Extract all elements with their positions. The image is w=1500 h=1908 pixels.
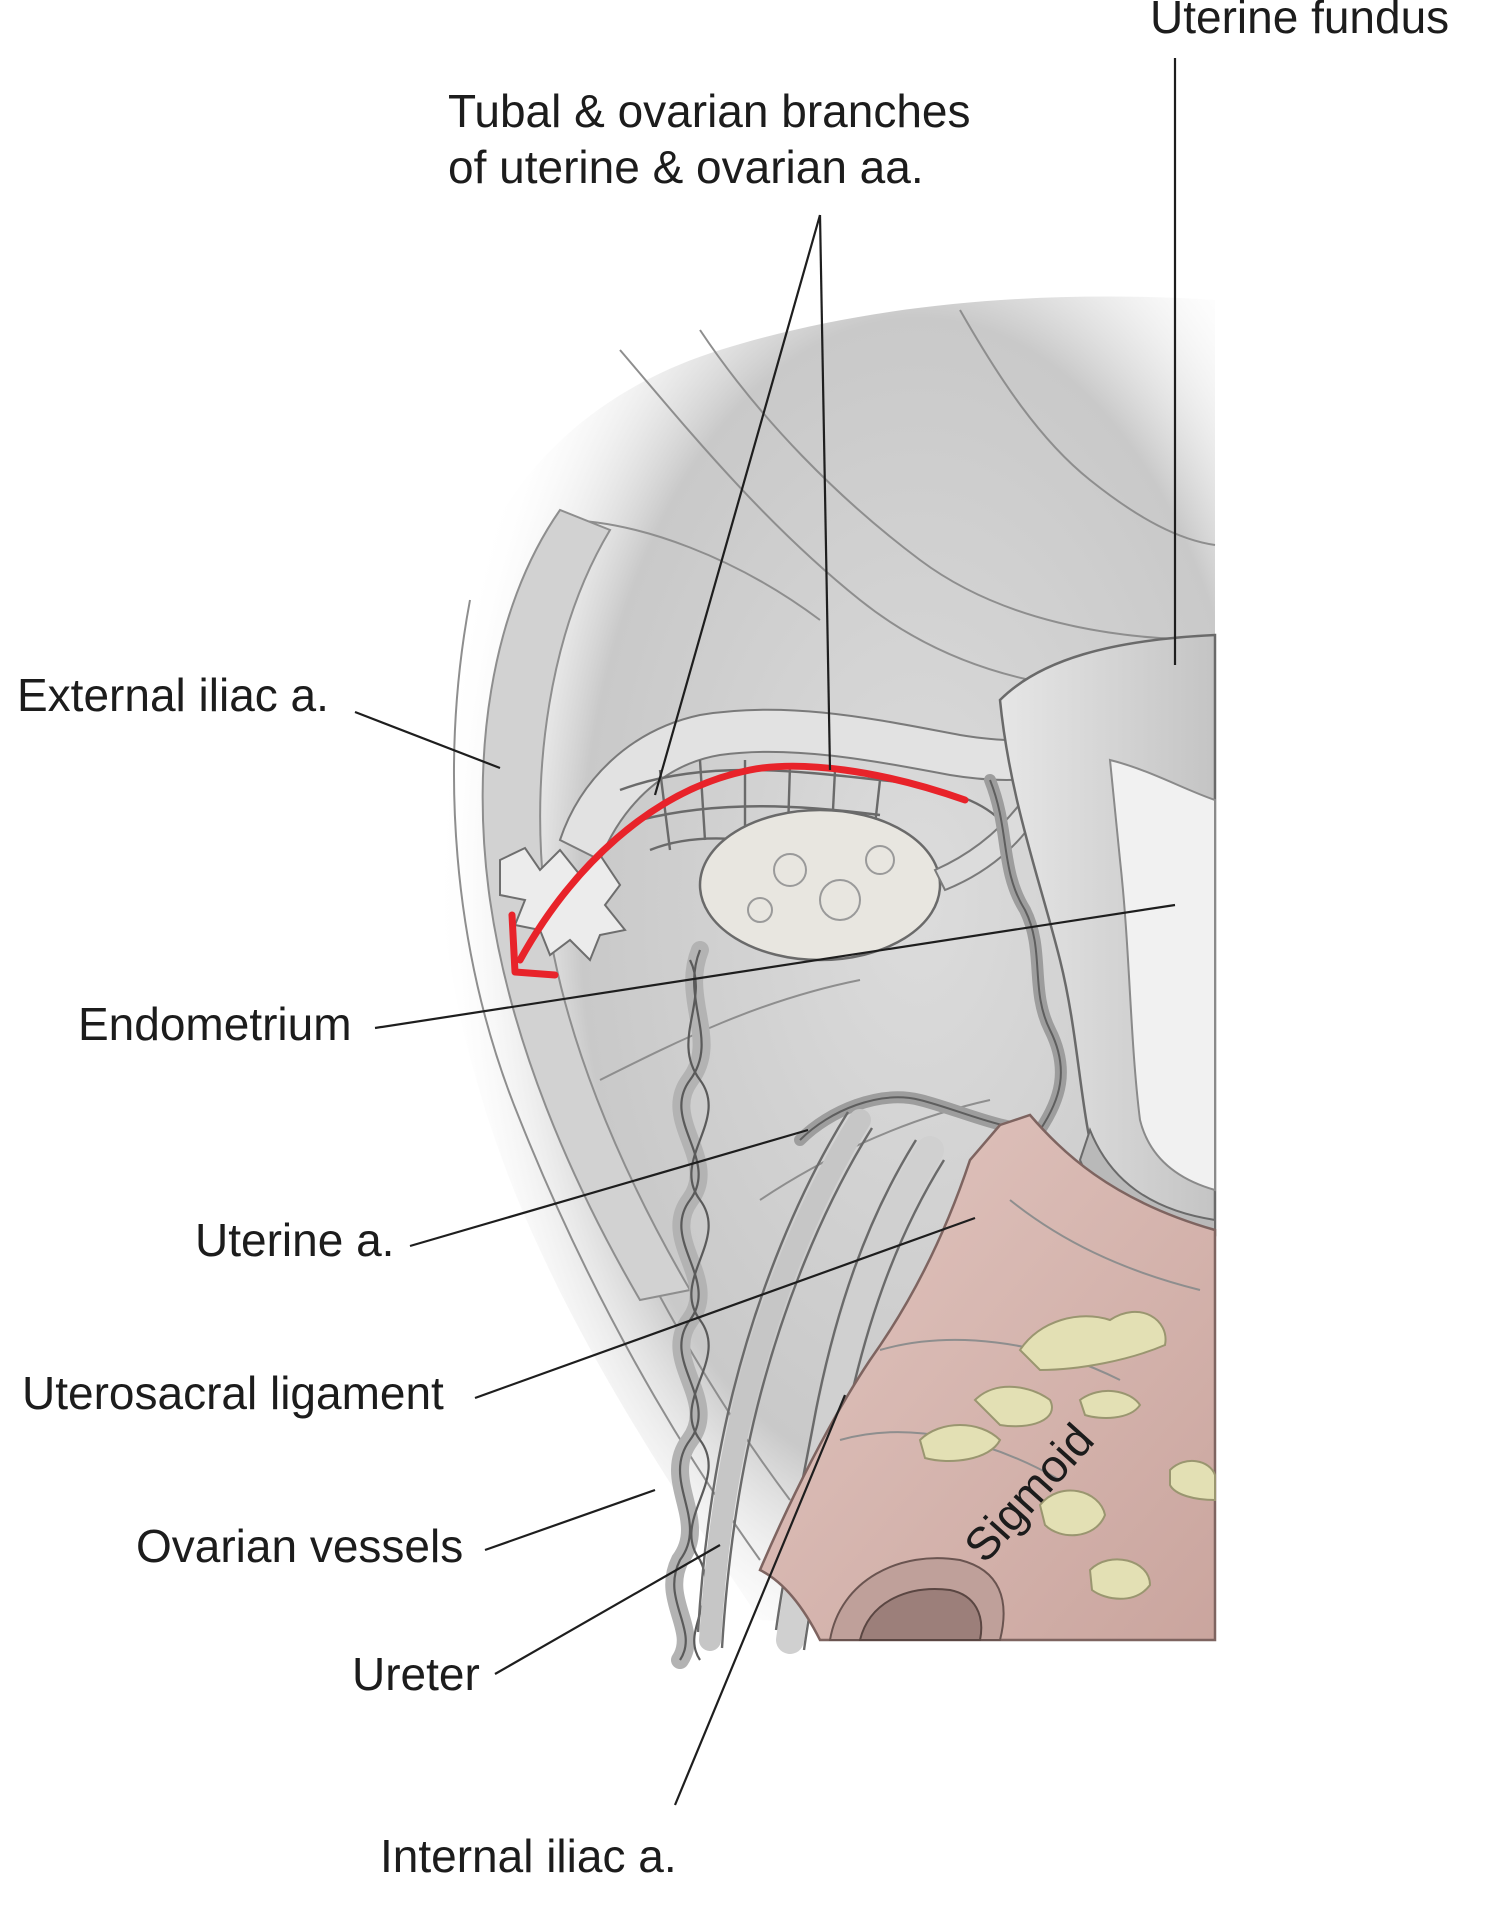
epiploic-fat-shape bbox=[1038, 1489, 1107, 1537]
peritoneal-fold-line bbox=[959, 309, 1216, 546]
ovarian-follicle bbox=[865, 845, 895, 875]
epiploic-fat-shape bbox=[918, 1424, 1002, 1462]
peritoneal-fold-line bbox=[599, 979, 861, 1081]
leader-internal-iliac bbox=[673, 1394, 847, 1806]
epiploic-fat-shape bbox=[1088, 1558, 1152, 1600]
peritoneal-fold-line bbox=[699, 329, 1216, 641]
ovarian-follicle bbox=[819, 879, 861, 921]
annotation-arrow-curve bbox=[516, 762, 969, 964]
leader-tubal-branches-b bbox=[818, 214, 832, 771]
sigmoid-lumen-inner bbox=[858, 1588, 983, 1641]
leader-uterosacral-ligament bbox=[474, 1216, 976, 1400]
pelvic-wall-line bbox=[453, 599, 761, 1561]
fimbriae-shape bbox=[499, 846, 627, 962]
pelvis-illustration: Sigmoid bbox=[434, 296, 1217, 1669]
ureter-outline bbox=[720, 1127, 874, 1649]
leader-ureter bbox=[494, 1544, 721, 1675]
leader-tubal-branches-a bbox=[653, 214, 822, 796]
ovary-shape bbox=[698, 808, 942, 962]
ureter-outline bbox=[696, 1111, 850, 1633]
leader-external-iliac bbox=[354, 710, 501, 770]
ovarian-follicle bbox=[747, 897, 773, 923]
ovarian-vessels-outline bbox=[687, 959, 710, 1661]
label-ovarian-vessels: Ovarian vessels bbox=[136, 1520, 463, 1572]
endometrium-shape bbox=[1108, 758, 1216, 1192]
uterine-artery-outline bbox=[799, 779, 1062, 1141]
leader-endometrium bbox=[374, 903, 1176, 1030]
label-uterosacral-ligament: Uterosacral ligament bbox=[22, 1367, 444, 1419]
ureter-shape bbox=[699, 1109, 871, 1651]
epiploic-fat-shape bbox=[1018, 1310, 1167, 1372]
ovarian-follicle bbox=[773, 853, 807, 887]
label-uterine-artery: Uterine a. bbox=[195, 1214, 394, 1266]
epiploic-fat-shape bbox=[1169, 1460, 1216, 1502]
leader-lines bbox=[354, 58, 1177, 1806]
leader-uterine-artery bbox=[409, 1128, 809, 1248]
leader-ovarian-vessels bbox=[484, 1488, 656, 1552]
label-ureter: Ureter bbox=[352, 1648, 480, 1700]
label-external-iliac: External iliac a. bbox=[17, 669, 329, 721]
label-internal-iliac: Internal iliac a. bbox=[380, 1830, 677, 1882]
label-endometrium: Endometrium bbox=[78, 998, 352, 1050]
label-tubal-branches-line1: Tubal & ovarian branches bbox=[448, 85, 971, 137]
label-tubal-branches-line2: of uterine & ovarian aa. bbox=[448, 141, 924, 193]
sigmoid-fold-line bbox=[1009, 1199, 1201, 1291]
epiploic-fat-shape bbox=[973, 1385, 1053, 1428]
external-iliac-artery-shape bbox=[481, 508, 692, 1302]
epiploic-fat-shape bbox=[1078, 1389, 1142, 1419]
label-uterine-fundus: Uterine fundus bbox=[1150, 0, 1449, 43]
annotation-arrow bbox=[508, 762, 969, 979]
labels: Uterine fundus Tubal & ovarian branches … bbox=[17, 0, 1449, 1882]
annotation-arrow-head bbox=[508, 911, 559, 979]
